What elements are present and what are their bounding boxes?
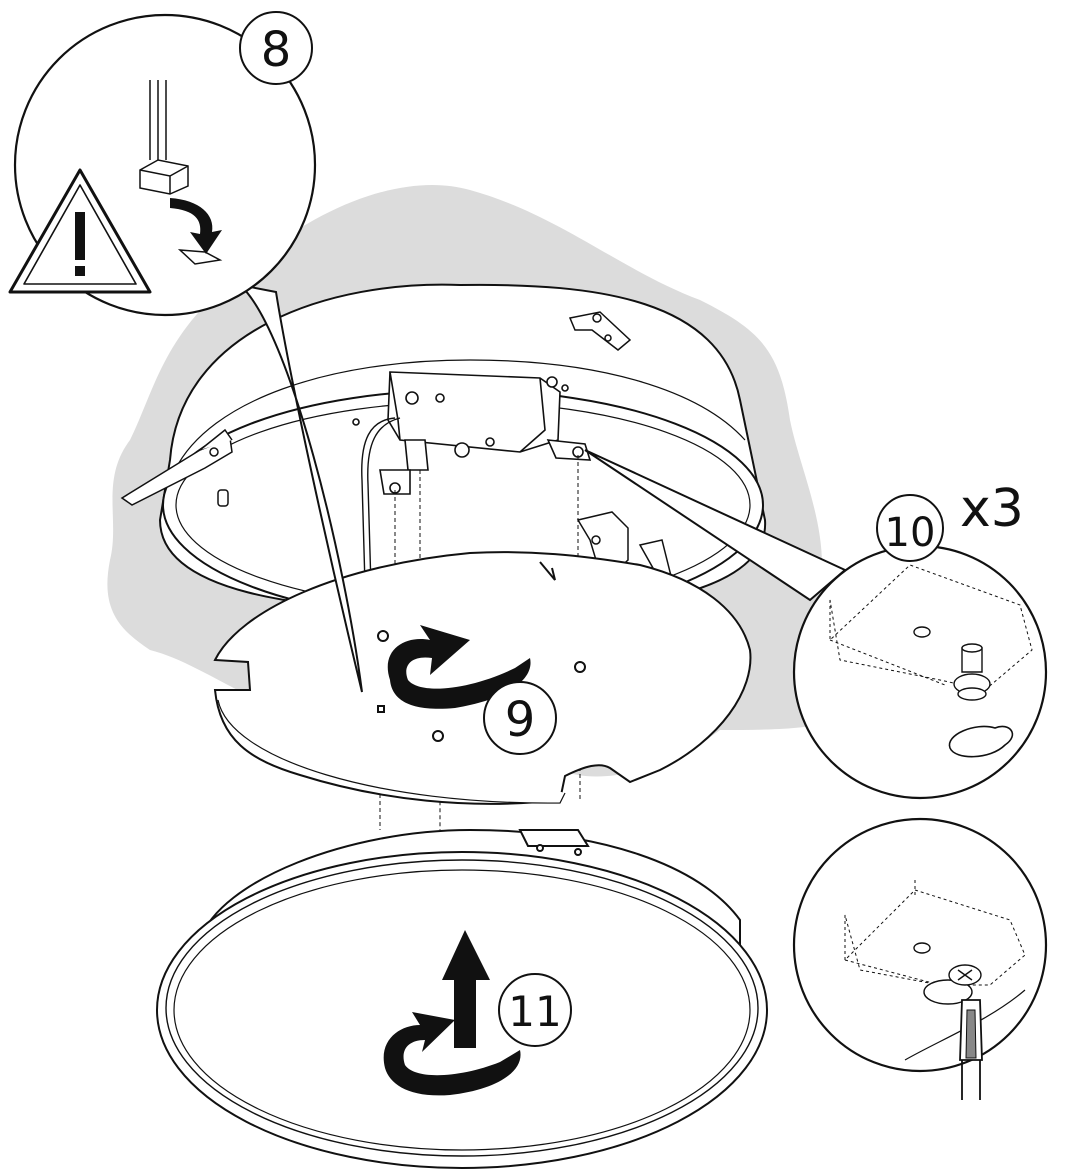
connector-plug xyxy=(139,80,223,265)
plug-in-arrow xyxy=(170,198,222,254)
step-badge-11: 11 xyxy=(498,973,572,1047)
warning-triangle-icon xyxy=(8,168,152,294)
screw-engaged xyxy=(923,964,982,1005)
step-badge-8: 8 xyxy=(239,11,313,85)
step-number-11: 11 xyxy=(508,987,561,1036)
keyhole-slot xyxy=(948,725,1014,758)
step-number-8: 8 xyxy=(261,22,292,78)
driver-box xyxy=(352,371,592,495)
step-badge-9: 9 xyxy=(483,681,557,755)
left-bracket xyxy=(120,428,233,507)
callout-leader-8 xyxy=(236,283,363,693)
rotate-arrow-9 xyxy=(387,625,531,709)
top-right-bracket xyxy=(568,311,632,351)
step-number-9: 9 xyxy=(505,692,536,748)
detail-circle-10 xyxy=(792,544,1048,800)
step-badge-10: 10 xyxy=(876,494,944,562)
step-number-10: 10 xyxy=(885,510,936,556)
detail-circle-screwdriver xyxy=(792,817,1048,1100)
lift-arrow-11 xyxy=(383,930,521,1096)
quantity-multiplier: x3 xyxy=(960,479,1024,539)
keyhole-bracket-dashed xyxy=(829,564,1033,691)
screwdriver-icon xyxy=(959,999,983,1100)
screw-head xyxy=(953,643,991,701)
bracket-dashed xyxy=(844,880,1026,986)
